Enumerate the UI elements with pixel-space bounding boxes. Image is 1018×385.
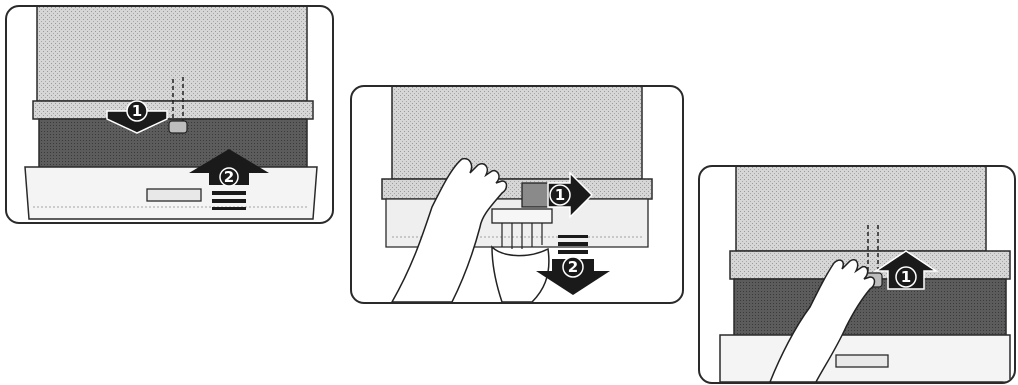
step-3-panel: 1 [698, 165, 1016, 384]
step-3-illustration: 1 [700, 167, 1014, 382]
worktop [736, 167, 986, 251]
worktop [392, 87, 642, 179]
step-2-panel: 1 2 [350, 85, 684, 304]
latch-icon [522, 183, 548, 207]
hand-icon [492, 247, 549, 302]
drawer-handle [147, 189, 201, 201]
step-1-illustration: 1 2 [7, 7, 332, 222]
step-2-illustration: 1 2 [352, 87, 682, 302]
step-1-panel: 1 2 [5, 5, 334, 224]
badge-label: 2 [224, 168, 234, 186]
latch-icon [169, 121, 187, 133]
badge-label: 2 [568, 258, 578, 276]
badge-label: 1 [132, 102, 142, 120]
worktop-edge [382, 179, 652, 199]
filter-icon [492, 209, 552, 223]
worktop [37, 7, 307, 101]
badge-label: 1 [555, 186, 565, 204]
badge-label: 1 [901, 268, 911, 286]
drawer-handle [836, 355, 888, 367]
